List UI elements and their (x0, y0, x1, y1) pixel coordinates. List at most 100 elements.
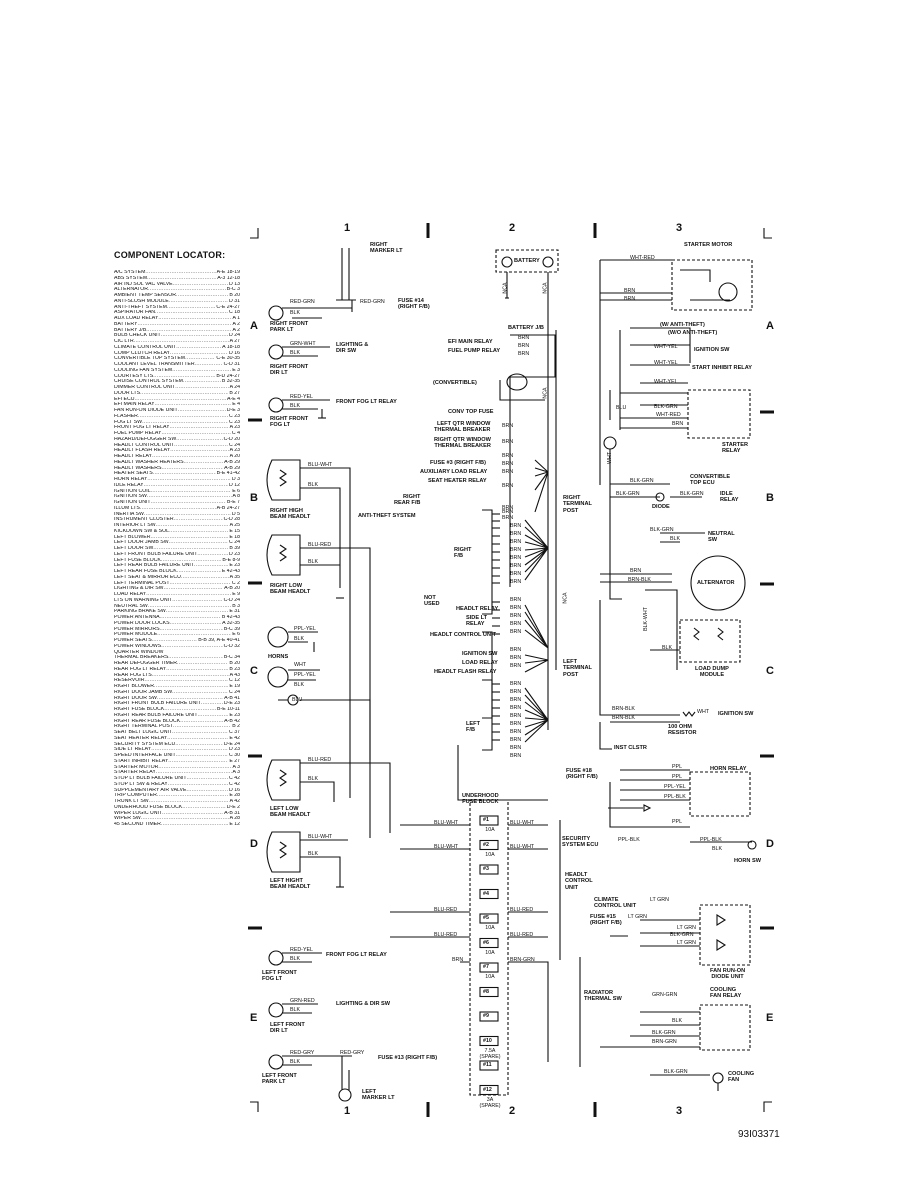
locator-item: FOG LT SWC 23 (114, 420, 240, 426)
fuse-rating: 10A (485, 827, 495, 833)
locator-item: LEFT DOOR JAMB SWC 24 (114, 540, 240, 546)
locator-item: TRUNK LT SWA 42 (114, 799, 240, 805)
locator-item: WIPER SWA 28 (114, 816, 240, 822)
inst-clstr-label: INST CLSTR (614, 745, 647, 751)
locator-item-ref: A-B 31 (224, 810, 240, 816)
locator-item-ref: B-E 8-9 (222, 557, 240, 563)
locator-item: POWER MIRRORSB-C 39 (114, 627, 240, 633)
locator-item-name: AUX LOAD RELAY (114, 316, 159, 321)
wire-blk-grn-r5: BLK-GRN (650, 527, 674, 533)
wire-brn-label: BRN (510, 621, 522, 627)
locator-item-ref: A-E 18-19 (216, 270, 240, 275)
locator-item: POWER MODULEE 6 (114, 632, 240, 638)
wire-nca-label: NCA (502, 282, 509, 294)
neutral-sw-label: NEUTRAL SW (708, 531, 735, 544)
locator-item: IGNITION SWA 8 (114, 494, 240, 500)
locator-item-name: IGNITION UNIT (114, 500, 151, 505)
locator-item-ref: C-E 30-35 (216, 356, 240, 362)
locator-item: BATTERY J/BA 2 (114, 328, 240, 334)
locator-item: HEADLT RELAYA 20 (114, 454, 240, 460)
locator-item-name: IGNITION SW (114, 494, 147, 500)
climate-control-unit-label: CLIMATE CONTROL UNIT (594, 897, 637, 910)
locator-item-ref: E 6 (232, 488, 240, 494)
wire-blk-10: BLK (290, 956, 301, 962)
locator-item-ref: E 27 (229, 758, 240, 764)
locator-item-ref: C 42 (229, 776, 240, 781)
sheet-id: 93I03371 (738, 1129, 780, 1140)
seat-heater-relay-label: SEAT HEATER RELAY (428, 478, 487, 484)
locator-item-name: KICKDOWN SW & SOL (114, 528, 170, 534)
locator-item-name: QUARTER WINDOW (114, 649, 164, 655)
wire-blk-11: BLK (290, 1007, 301, 1013)
locator-item-ref: C 23 (229, 413, 240, 419)
locator-item: INERTIA SWD 5 (114, 512, 240, 518)
locator-item: REAR FOG LTSA 43 (114, 673, 240, 679)
wire-brn-label: BRN (510, 737, 522, 743)
right-low-beam-label: RIGHT LOW BEAM HEADLT (270, 583, 311, 596)
locator-item-ref: A 2 (232, 321, 241, 327)
fuse-symbol (479, 1084, 499, 1096)
wire-brn-label: BRN (518, 343, 530, 349)
wire-blk-grn-r7: BLK-GRN (652, 1030, 676, 1036)
locator-item: HEADLT WASHERSA-B 29 (114, 466, 240, 472)
wire-brn-r2: BRN (624, 296, 636, 302)
locator-item: CONVERTIBLE TOP SYSTEM C-E 30-35 (114, 356, 240, 362)
locator-item-name: AIR INJ SOL VAC VALVE (114, 281, 173, 287)
left-front-park-lt-label: LEFT FRONT PARK LT (262, 1073, 297, 1086)
locator-item: RIGHT FRONT BULB FAILURE UNITD-E 23 (114, 701, 240, 707)
locator-item: THERMAL BREAKERSB-C 34 (114, 655, 240, 661)
locator-item-name: EFI MAIN RELAY (114, 402, 155, 408)
locator-item-ref: A 25 (229, 523, 240, 528)
locator-item-ref: E 6 (232, 632, 240, 638)
locator-item-name: HEADLT CONTROL UNIT (114, 442, 175, 448)
locator-item-name: AMBIENT TEMP SENSOR (114, 293, 176, 298)
wire-brn-label: BRN (502, 453, 514, 459)
locator-item-ref: D-E 3 (226, 408, 240, 413)
ignition-sw-label-r: IGNITION SW (694, 347, 730, 353)
locator-item-name: LEFT DOOR SW (114, 546, 154, 551)
locator-item-name: POWER SEATS (114, 638, 152, 643)
wire-red-grn-1: RED-GRN (290, 299, 315, 305)
wire-brn-label: BRN (510, 655, 522, 661)
fuse-symbol (479, 986, 499, 998)
locator-item: DOOR LTSB 27 (114, 391, 240, 397)
fuse-number: #12 (483, 1086, 492, 1093)
locator-item-ref: C 23 (229, 419, 240, 425)
locator-item-name: LEFT REAR BULB FAILURE UNIT (114, 563, 195, 569)
locator-item-ref: B-C 39 (223, 626, 240, 632)
locator-item: INSTRUMENT CLUSTERC-D 28 (114, 517, 240, 523)
fuse-rating: 10A (485, 949, 495, 956)
locator-item-name: SEAT HEATER RELAY (114, 735, 168, 741)
locator-item-ref: A-B 29 (224, 465, 240, 471)
locator-item: START INHIBIT RELAYE 27 (114, 759, 240, 765)
locator-item-ref: C 42 (229, 781, 240, 787)
locator-item-ref: D 3 (231, 477, 240, 482)
locator-item: COOLANT LEVEL TRANSMITTERC-D 31 (114, 362, 240, 368)
aux-load-relay-label: AUXILIARY LOAD RELAY (420, 469, 488, 475)
locator-item: SEAT BELT LOGIC UNITC 37 (114, 730, 240, 736)
locator-item-ref: E 15 (229, 528, 240, 534)
right-fb-label: RIGHT F/B (454, 547, 472, 560)
locator-item-name: 45 SECOND TIMER (114, 822, 161, 827)
locator-item-ref: C-D 32 (223, 643, 240, 649)
fuse-number: #1 (483, 817, 489, 823)
wire-nca-label: NCA (562, 592, 569, 604)
locator-item-ref: D 5 (231, 511, 240, 517)
locator-item-ref: B 2 (232, 724, 240, 730)
fuse-number: #6 (483, 939, 489, 946)
locator-item: TRIP COMPUTERE 28 (114, 793, 240, 799)
locator-item-ref: A 18-18 (222, 344, 240, 350)
wire-red-grn-2: RED-GRN (360, 299, 385, 305)
locator-item-name: CLIMATE CONTROL UNIT (114, 344, 177, 350)
horn-relay (689, 771, 751, 817)
locator-item-ref: B 32-35 (221, 379, 240, 385)
locator-item-name: CONVERTIBLE TOP SYSTEM (114, 356, 186, 362)
ignition-sw-label-r2: IGNITION SW (718, 711, 754, 717)
locator-item-ref: B 23 (229, 666, 240, 672)
wire-blu-wht-3: BLU-WHT (434, 820, 459, 826)
convertible-top-ecu-label: CONVERTIBLE TOP ECU (690, 474, 731, 487)
locator-item: HAZARD/DEFOGGER SWC-D 20 (114, 437, 240, 443)
